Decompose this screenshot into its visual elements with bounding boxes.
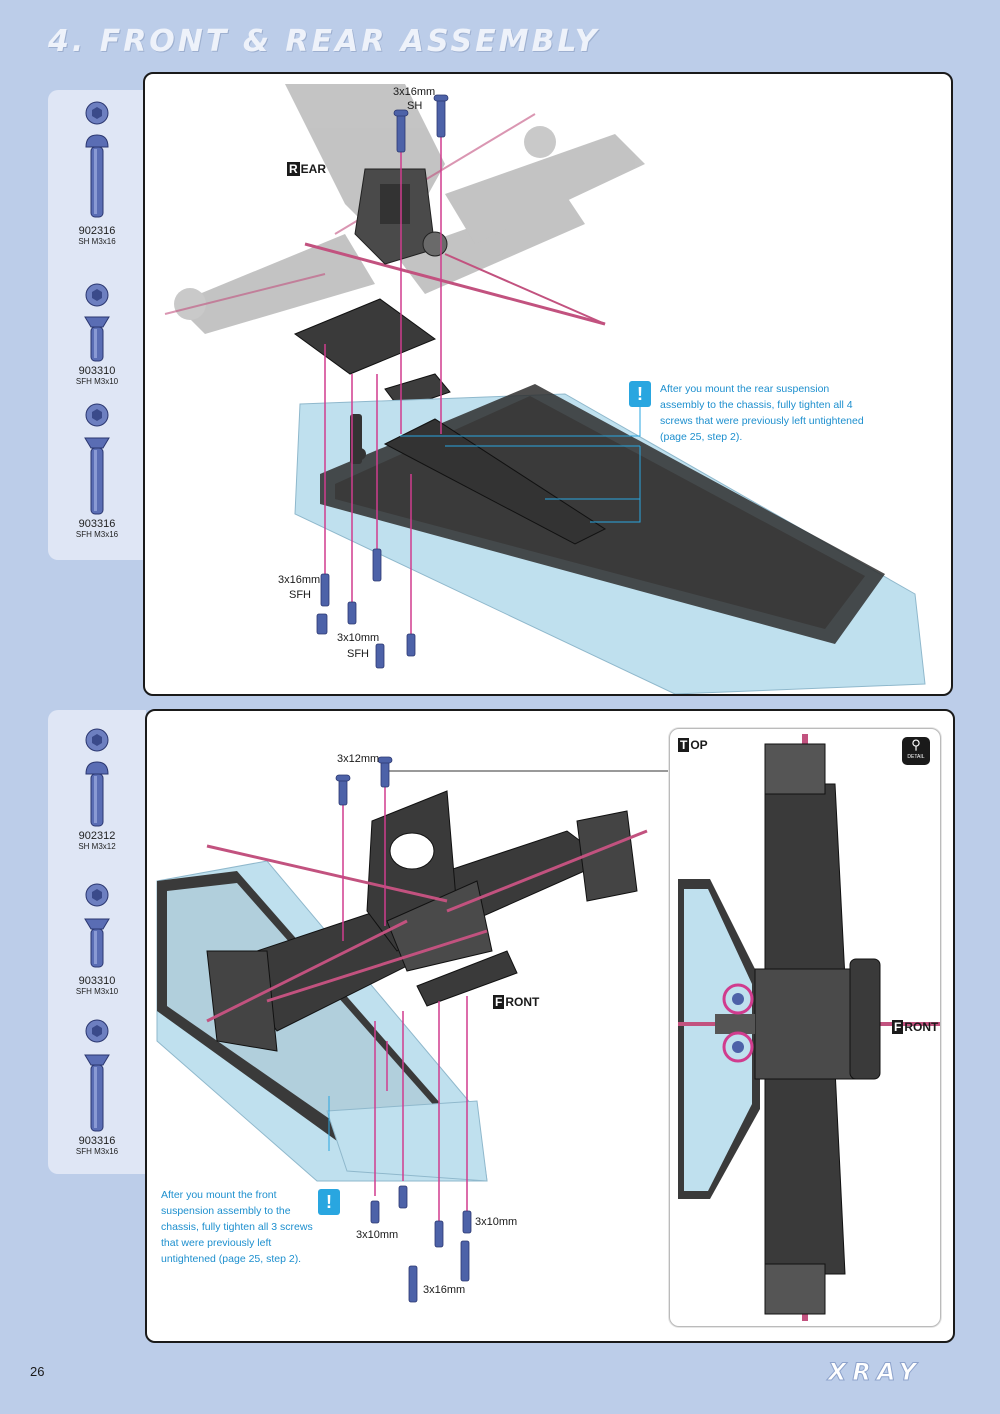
warning-icon: !: [318, 1189, 340, 1215]
detail-badge: ⚲ DETAIL: [902, 737, 930, 765]
bottom-long-type-label: SFH: [289, 589, 311, 601]
part-desc: SH M3x16: [78, 237, 116, 246]
flat-head-screw-icon: [84, 1019, 110, 1132]
warning-icon: !: [629, 381, 651, 407]
view-label-cap: R: [287, 162, 300, 176]
view-label-cap: T: [678, 738, 690, 752]
part-code: 903316: [78, 1135, 116, 1147]
part-code: 902312: [78, 830, 116, 842]
xray-logo: XRAY: [800, 1360, 950, 1386]
view-label-rest: RONT: [904, 1020, 939, 1034]
top-screw-type-label: SH: [407, 100, 423, 112]
view-label-rest: RONT: [505, 995, 540, 1009]
flat-head-screw-icon: [84, 283, 110, 362]
part-desc: SFH M3x16: [75, 530, 119, 539]
part-code: 903310: [78, 365, 116, 377]
part-code: 903310: [78, 975, 116, 987]
magnifier-icon: ⚲: [911, 737, 921, 752]
view-label-cap: F: [892, 1020, 904, 1034]
right-short-size-label: 3x10mm: [475, 1216, 518, 1228]
rear-assembly-illustration: [164, 84, 926, 694]
screws: [316, 94, 449, 669]
button-head-screw-icon: [85, 101, 109, 218]
left-short-size-label: 3x10mm: [356, 1229, 399, 1241]
view-label-rest: OP: [690, 738, 708, 752]
front-assembly-illustration: [156, 756, 672, 1303]
parts-column-top: 902316 SH M3x16 903310 SFH M3x10 903316 …: [48, 90, 146, 560]
top-screw-size-label: 3x16mm: [393, 86, 436, 98]
part-desc: SFH M3x10: [75, 987, 119, 996]
part-902316: 902316 SH M3x16: [48, 100, 146, 246]
parts-column-bottom: 902312 SH M3x12 903310 SFH M3x10 903316 …: [48, 710, 146, 1174]
brand-text: XRAY: [826, 1360, 922, 1386]
assembly-guide-lines: [324, 119, 442, 654]
page-number: 26: [30, 1364, 45, 1379]
chassis-plate: [294, 384, 926, 694]
part-903310: 903310 SFH M3x10: [48, 275, 146, 386]
flat-head-screw-icon: [84, 403, 110, 515]
front-note: After you mount the front suspension ass…: [161, 1189, 313, 1265]
xray-logo-mark: XRAY: [825, 1360, 922, 1386]
part-code: 902316: [78, 225, 116, 237]
bottom-short-type-label: SFH: [347, 648, 369, 660]
part-903310: 903310 SFH M3x10: [48, 875, 146, 996]
long-size-label: 3x16mm: [423, 1284, 466, 1296]
part-903316: 903316 SFH M3x16: [48, 1015, 146, 1156]
flat-head-screw-icon: [84, 883, 110, 968]
part-desc: SFH M3x10: [75, 377, 119, 386]
part-902312: 902312 SH M3x12: [48, 722, 146, 851]
assembly-guide-lines: [342, 771, 468, 1241]
part-desc: SH M3x12: [78, 842, 116, 851]
part-code: 903316: [78, 518, 116, 530]
part-desc: SFH M3x16: [75, 1147, 119, 1156]
view-label-rest: EAR: [300, 162, 327, 176]
bottom-long-size-label: 3x16mm: [278, 574, 321, 586]
top-view-illustration: [678, 734, 940, 1321]
rear-note: After you mount the rear suspension asse…: [660, 383, 864, 443]
bottom-short-size-label: 3x10mm: [337, 632, 380, 644]
detail-badge-label: DETAIL: [907, 754, 925, 760]
view-label-cap: F: [493, 995, 505, 1009]
button-head-screw-icon: [85, 728, 109, 827]
top-screw-size-label: 3x12mm: [337, 753, 380, 765]
part-903316: 903316 SFH M3x16: [48, 400, 146, 539]
screws: [335, 756, 472, 1303]
page-title: 4. FRONT & REAR ASSEMBLY: [48, 24, 600, 59]
